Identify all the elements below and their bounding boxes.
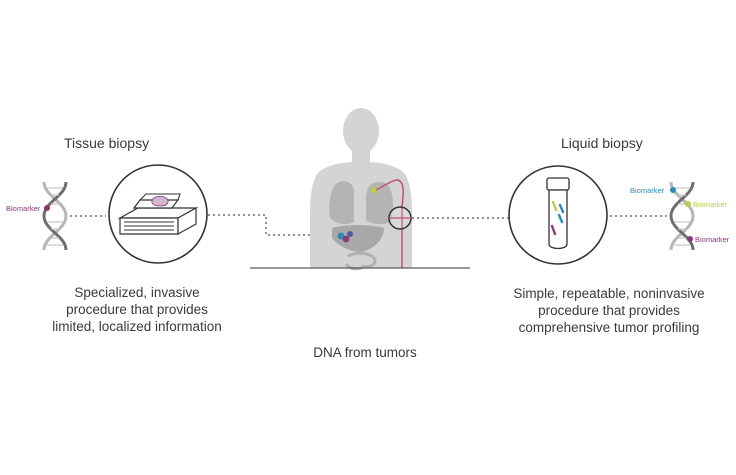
biomarker-label: Biomarker: [6, 204, 41, 213]
biomarker-label: Biomarker: [693, 200, 728, 209]
description-line: procedure that provides: [538, 303, 680, 318]
description-line: comprehensive tumor profiling: [518, 320, 700, 335]
dna-from-tumors-caption: DNA from tumors: [313, 345, 417, 360]
biomarker-dot-blue: [670, 187, 676, 193]
biomarker-dot-purple: [687, 236, 693, 242]
description-line: Simple, repeatable, noninvasive: [513, 286, 705, 301]
description-line: limited, localized information: [52, 319, 222, 334]
biomarker-label: Biomarker: [695, 235, 730, 244]
biomarker-dot-green: [685, 201, 691, 207]
tissue-cassette-icon: [108, 164, 208, 264]
human-body-icon: [310, 108, 412, 271]
biomarker-dot-left: [44, 205, 50, 211]
liquid-description: Simple, repeatable, noninvasive procedur…: [486, 285, 732, 336]
description-line: Specialized, invasive: [74, 285, 200, 300]
biomarker-label: Biomarker: [630, 186, 665, 195]
liquid-biopsy-title: Liquid biopsy: [561, 135, 643, 151]
tissue-biopsy-title: Tissue biopsy: [64, 135, 150, 151]
description-line: procedure that provides: [66, 302, 208, 317]
dna-helix-icon: [42, 181, 68, 251]
test-tube-icon: [508, 165, 608, 265]
tissue-description: Specialized, invasive procedure that pro…: [22, 284, 252, 335]
